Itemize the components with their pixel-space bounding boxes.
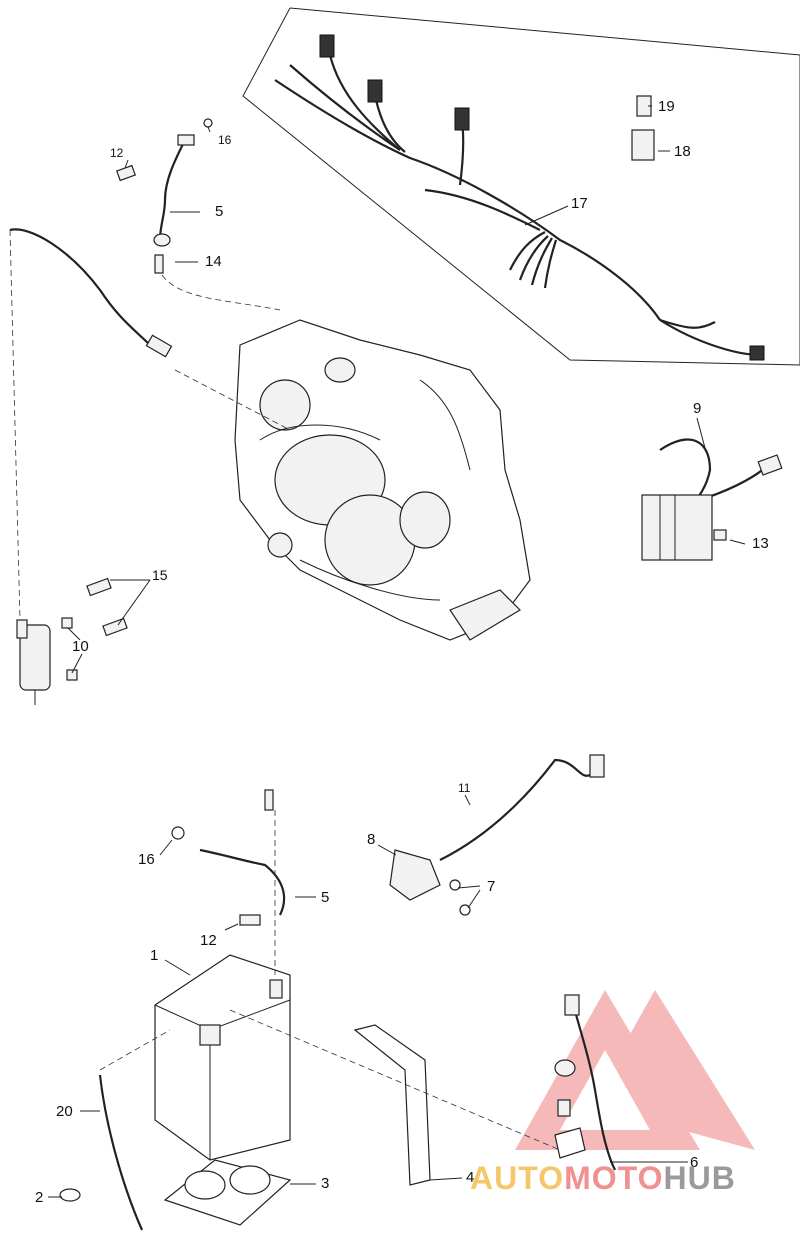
callout-5-top: 5	[215, 203, 224, 220]
battery	[154, 954, 291, 1161]
harness-box	[242, 7, 800, 366]
callout-1: 1	[150, 947, 159, 964]
callout-19: 19	[658, 98, 675, 115]
callout-11: 11	[458, 781, 471, 795]
callout-12-bottom: 12	[200, 932, 217, 949]
callout-12-top: 12	[110, 146, 124, 160]
callout-9: 9	[693, 400, 702, 417]
callout-17: 17	[571, 195, 588, 212]
ground-cable-bottom	[171, 789, 286, 926]
watermark: AUTOMOTOHUB	[470, 1160, 800, 1200]
battery-strap	[353, 1024, 431, 1186]
callout-10: 10	[72, 638, 89, 655]
callout-20: 20	[56, 1103, 73, 1120]
callout-18: 18	[674, 143, 691, 160]
watermark-auto: AUTO	[470, 1160, 565, 1196]
coil-bolts	[61, 577, 128, 681]
callout-16-bottom: 16	[138, 851, 155, 868]
ground-cable-top	[116, 118, 281, 311]
callout-16-top: 16	[218, 133, 232, 147]
callout-13: 13	[752, 535, 769, 552]
leader-lines	[48, 105, 746, 1198]
wiring-harness	[274, 34, 765, 361]
callout-7: 7	[487, 878, 496, 895]
ignition-wire	[9, 228, 291, 621]
callout-3: 3	[321, 1175, 330, 1192]
callout-4: 4	[466, 1169, 475, 1186]
vent-tube	[98, 1074, 144, 1231]
engine-assembly	[234, 319, 531, 641]
battery-pad	[163, 1159, 292, 1226]
watermark-logo-icon	[515, 990, 755, 1150]
watermark-hub: HUB	[663, 1160, 736, 1196]
hose-clip	[59, 1188, 81, 1202]
positive-cable	[554, 994, 616, 1171]
callout-15: 15	[152, 567, 168, 583]
ignition-coil	[16, 619, 51, 705]
callout-8: 8	[367, 831, 376, 848]
callout-14: 14	[205, 253, 222, 270]
voltage-regulator	[641, 438, 783, 561]
callout-5-bottom: 5	[321, 889, 330, 906]
callout-2: 2	[35, 1189, 44, 1206]
starter-relay	[389, 754, 605, 916]
watermark-moto: MOTO	[564, 1160, 664, 1196]
callout-6: 6	[690, 1154, 699, 1171]
